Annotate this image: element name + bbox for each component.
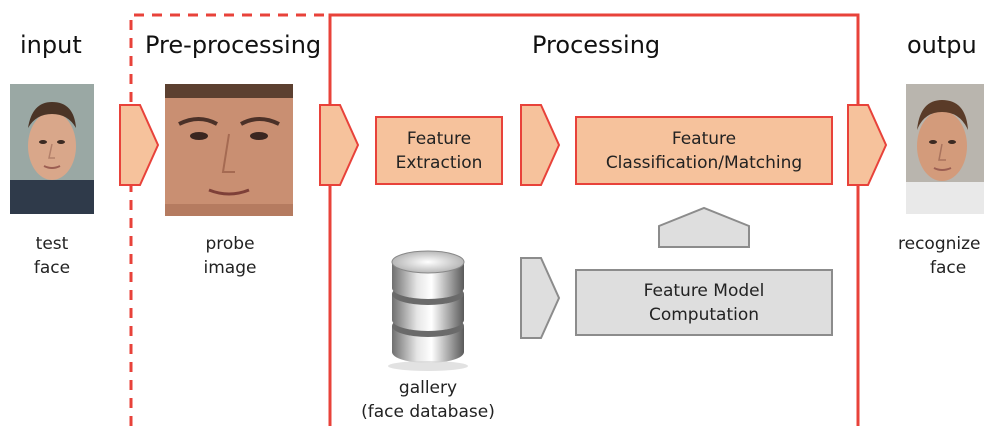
box-line: Feature xyxy=(406,128,472,149)
probe-image xyxy=(165,84,293,216)
stage-input-label: input xyxy=(20,31,82,59)
chevron-arrow-icon xyxy=(847,104,888,186)
caption-line: probe xyxy=(205,234,255,254)
caption-line: gallery xyxy=(398,378,458,398)
probe-image-caption: probe image xyxy=(198,232,262,280)
stage-preprocessing-label: Pre-processing xyxy=(145,31,322,59)
caption-line: image xyxy=(203,258,257,278)
chevron-arrow-icon xyxy=(520,104,561,186)
feature-extraction-box: Feature Extraction xyxy=(375,116,503,185)
box-line: Feature xyxy=(671,128,737,149)
box-line: Extraction xyxy=(395,152,483,173)
caption-line: face xyxy=(930,258,967,278)
recognized-face-image xyxy=(906,84,984,214)
gray-arrow-icon xyxy=(520,257,561,339)
recognized-face-caption: recognize face xyxy=(898,232,984,280)
database-icon xyxy=(388,250,468,371)
stage-output-label: outpu xyxy=(907,31,977,59)
preprocessing-frame xyxy=(129,13,330,426)
box-line: Computation xyxy=(648,304,760,325)
caption-line: test xyxy=(35,234,69,254)
test-face-caption: test face xyxy=(22,232,82,280)
caption-line: (face database) xyxy=(361,402,495,422)
chevron-arrow-icon xyxy=(319,104,360,186)
processing-frame xyxy=(328,13,860,426)
feature-model-box: Feature Model Computation xyxy=(575,269,833,336)
caption-line: recognize xyxy=(898,234,981,254)
caption-line: face xyxy=(33,258,71,278)
gallery-caption: gallery (face database) xyxy=(355,376,501,424)
stage-processing-label: Processing xyxy=(532,31,661,59)
feature-matching-box: Feature Classification/Matching xyxy=(575,116,833,185)
box-line: Classification/Matching xyxy=(605,152,803,173)
chevron-arrow-icon xyxy=(119,104,160,186)
up-arrow-icon xyxy=(658,206,750,248)
test-face-image xyxy=(10,84,94,214)
box-line: Feature Model xyxy=(643,280,765,301)
